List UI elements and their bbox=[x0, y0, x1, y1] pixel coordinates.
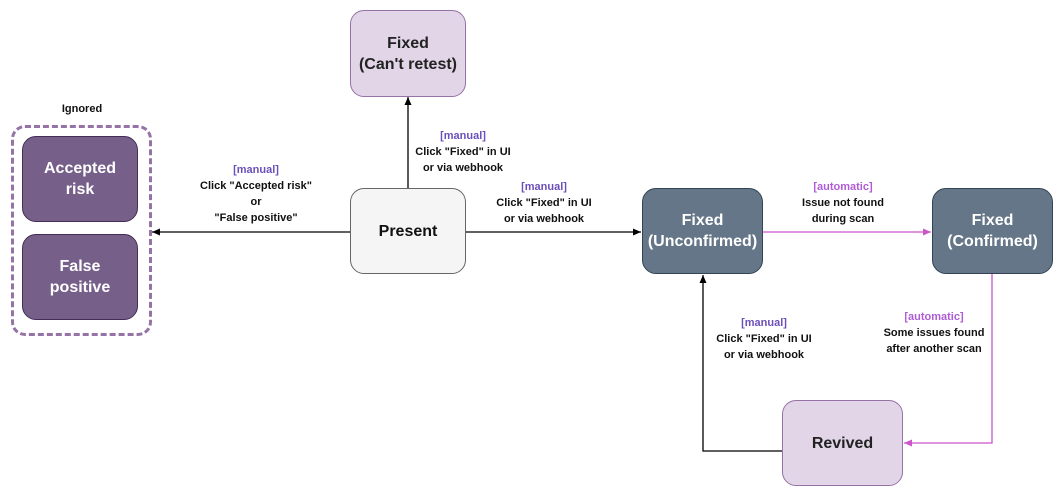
edge-text-line2: or via webhook bbox=[422, 162, 504, 174]
state-fixed-unconfirmed[interactable]: Fixed (Unconfirmed) bbox=[642, 188, 763, 274]
ignored-group bbox=[11, 125, 152, 336]
state-present[interactable]: Present bbox=[350, 188, 466, 274]
edge-text-line1: Click "Fixed" in UI bbox=[415, 146, 511, 158]
state-present-label: Present bbox=[378, 222, 438, 240]
edge-text-line2: during scan bbox=[811, 213, 875, 225]
state-fixed-confirmed-line2: (Confirmed) bbox=[947, 233, 1038, 250]
edge-label-revived-to-unconfirmed: [manual] Click "Fixed" in UI or via webh… bbox=[699, 315, 829, 363]
edge-label-present-to-unconfirmed: [manual] Click "Fixed" in UI or via webh… bbox=[479, 179, 609, 227]
edge-tag: [manual] bbox=[741, 317, 787, 329]
state-accepted-risk[interactable]: Accepted risk bbox=[22, 136, 138, 222]
edge-label-unconfirmed-to-confirmed: [automatic] Issue not found during scan bbox=[778, 179, 908, 227]
edge-label-confirmed-to-revived: [automatic] Some issues found after anot… bbox=[869, 309, 999, 357]
edge-label-present-to-cant-retest: [manual] Click "Fixed" in UI or via webh… bbox=[398, 128, 528, 176]
edge-confirmed-to-revived bbox=[904, 274, 993, 447]
state-fixed-unconfirmed-line1: Fixed bbox=[681, 212, 724, 229]
state-accepted-risk-line2: risk bbox=[65, 181, 95, 198]
edge-tag: [manual] bbox=[233, 164, 279, 176]
state-false-positive-line1: False bbox=[59, 258, 101, 275]
state-fixed-confirmed-line1: Fixed bbox=[971, 212, 1014, 229]
edge-text-line2: or via webhook bbox=[503, 213, 585, 225]
edge-revived-to-unconfirmed bbox=[699, 275, 782, 452]
state-revived-label: Revived bbox=[811, 434, 874, 452]
edge-tag: [automatic] bbox=[904, 311, 964, 323]
state-fixed-cant-retest-line1: Fixed bbox=[387, 34, 429, 52]
edge-text-line1: Issue not found bbox=[802, 197, 884, 209]
state-fixed-confirmed[interactable]: Fixed (Confirmed) bbox=[932, 188, 1053, 274]
state-false-positive[interactable]: False positive bbox=[22, 234, 138, 320]
edge-text-line1: Click "Accepted risk" bbox=[200, 180, 312, 192]
state-accepted-risk-line1: Accepted bbox=[43, 160, 117, 177]
edge-tag: [manual] bbox=[521, 181, 567, 193]
edge-tag: [automatic] bbox=[813, 181, 873, 193]
edge-tag: [manual] bbox=[440, 130, 486, 142]
state-fixed-cant-retest-line2: (Can't retest) bbox=[358, 55, 458, 73]
edge-label-present-to-ignored: [manual] Click "Accepted risk" or "False… bbox=[181, 162, 331, 226]
state-revived[interactable]: Revived bbox=[782, 400, 903, 486]
edge-text-line2: or via webhook bbox=[723, 349, 805, 361]
edge-text-line1: Click "Fixed" in UI bbox=[716, 333, 812, 345]
state-fixed-unconfirmed-line2: (Unconfirmed) bbox=[647, 233, 758, 250]
edge-text-line2: or bbox=[250, 196, 262, 208]
edge-text-line1: Some issues found bbox=[883, 327, 985, 339]
state-fixed-cant-retest[interactable]: Fixed (Can't retest) bbox=[350, 10, 466, 97]
state-false-positive-line2: positive bbox=[49, 279, 111, 296]
ignored-group-label: Ignored bbox=[61, 103, 103, 115]
edge-text-line2: after another scan bbox=[886, 343, 982, 355]
edge-text-line3: "False positive" bbox=[214, 212, 298, 224]
edge-text-line1: Click "Fixed" in UI bbox=[496, 197, 592, 209]
